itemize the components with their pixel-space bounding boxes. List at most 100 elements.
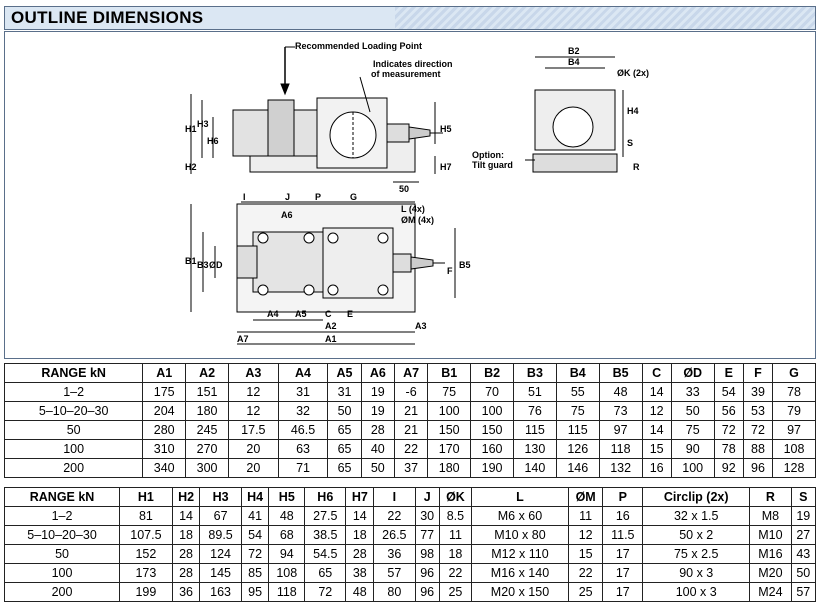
table-cell: 37 (393, 458, 429, 478)
column-header: Circlip (2x) (642, 487, 751, 507)
table-cell: 152 (119, 544, 173, 564)
table-cell: 89.5 (199, 525, 242, 545)
table-cell: 81 (119, 506, 173, 526)
table-cell: M20 x 150 (471, 582, 569, 602)
table-cell: 32 x 1.5 (642, 506, 751, 526)
label-H3: H3 (197, 119, 209, 129)
table-cell: 65 (327, 458, 362, 478)
header-stripe (395, 7, 815, 29)
label-B5: B5 (459, 260, 471, 270)
table-cell: 145 (199, 563, 242, 583)
column-header: H4 (240, 487, 270, 507)
column-header: C (641, 363, 672, 383)
table-cell: 28 (171, 563, 201, 583)
table-cell: 12 (228, 382, 279, 402)
column-header: S (790, 487, 817, 507)
table-cell: 46.5 (277, 420, 329, 440)
table-cell: 17 (602, 582, 644, 602)
table-cell: 132 (598, 458, 643, 478)
table-cell: 51 (512, 382, 557, 402)
column-header: A2 (185, 363, 229, 383)
label-A5: A5 (295, 309, 307, 319)
column-header: F (742, 363, 774, 383)
label-H2: H2 (185, 162, 197, 172)
table-cell: 18 (171, 525, 201, 545)
table-cell: 146 (555, 458, 600, 478)
table-cell: 22 (373, 506, 416, 526)
table-cell: 39 (742, 382, 774, 402)
table-cell: 12 (567, 525, 604, 545)
table-cell: 21 (393, 401, 429, 421)
table-cell: 5–10–20–30 (3, 525, 121, 545)
table-cell: 56 (713, 401, 744, 421)
table-cell: 53 (742, 401, 774, 421)
table-cell: 78 (713, 439, 744, 459)
table-cell: M6 x 60 (471, 506, 569, 526)
column-header: ØK (438, 487, 473, 507)
side-view-connector (386, 123, 410, 143)
column-header: RANGE kN (3, 363, 144, 383)
table-cell: 79 (772, 401, 816, 421)
table-cell: 97 (598, 420, 643, 440)
label-OD: ØD (209, 260, 223, 270)
table-cell: 200 (3, 458, 144, 478)
table-cell: 12 (228, 401, 279, 421)
end-view-bore (552, 106, 594, 148)
table-cell: 175 (142, 382, 187, 402)
table-cell: 72 (240, 544, 270, 564)
table-cell: 15 (567, 544, 604, 564)
table-cell: 41 (240, 506, 270, 526)
table-cell: 21 (393, 420, 429, 440)
label-H6: H6 (207, 136, 219, 146)
table-cell: 22 (393, 439, 429, 459)
table-cell: 54.5 (304, 544, 347, 564)
table-cell: 160 (470, 439, 514, 459)
table-cell: 55 (555, 382, 600, 402)
end-view-tilt-guard (532, 153, 618, 173)
table-cell: 100 (670, 458, 715, 478)
table-cell: 300 (185, 458, 229, 478)
table-cell: 33 (670, 382, 715, 402)
column-header: B3 (512, 363, 557, 383)
section-header: OUTLINE DIMENSIONS (4, 6, 816, 30)
table-cell: 108 (268, 563, 306, 583)
column-header: A7 (393, 363, 429, 383)
table-cell: 245 (185, 420, 229, 440)
label-loading-point: Recommended Loading Point (295, 41, 422, 51)
table-cell: M8 (749, 506, 792, 526)
table-cell: 14 (171, 506, 201, 526)
label-OK: ØK (2x) (617, 68, 649, 78)
table-cell: 38.5 (304, 525, 347, 545)
table-cell: 16 (602, 506, 644, 526)
label-A1: A1 (325, 334, 337, 344)
table-cell: 31 (277, 382, 329, 402)
table-cell: 118 (268, 582, 306, 602)
table-cell: 280 (142, 420, 187, 440)
table-cell: 63 (277, 439, 329, 459)
table-cell: 140 (512, 458, 557, 478)
label-H1: H1 (185, 124, 197, 134)
label-option-1: Option: (472, 150, 504, 160)
table-cell: 17 (602, 563, 644, 583)
table-cell: 22 (567, 563, 604, 583)
table-cell: 17 (602, 544, 644, 564)
label-S: S (627, 138, 633, 148)
table-cell: 48 (598, 382, 643, 402)
table-cell: 27 (790, 525, 817, 545)
table-cell: 5–10–20–30 (3, 401, 144, 421)
table-cell: 75 (555, 401, 600, 421)
table-cell: 38 (345, 563, 375, 583)
column-header: E (713, 363, 744, 383)
column-header: L (471, 487, 569, 507)
table-cell: 48 (268, 506, 306, 526)
label-B2: B2 (568, 46, 580, 56)
table-cell: 115 (555, 420, 600, 440)
label-H5: H5 (440, 124, 452, 134)
label-A4: A4 (267, 309, 279, 319)
table-cell: 100 (470, 401, 514, 421)
table-cell: 72 (304, 582, 347, 602)
